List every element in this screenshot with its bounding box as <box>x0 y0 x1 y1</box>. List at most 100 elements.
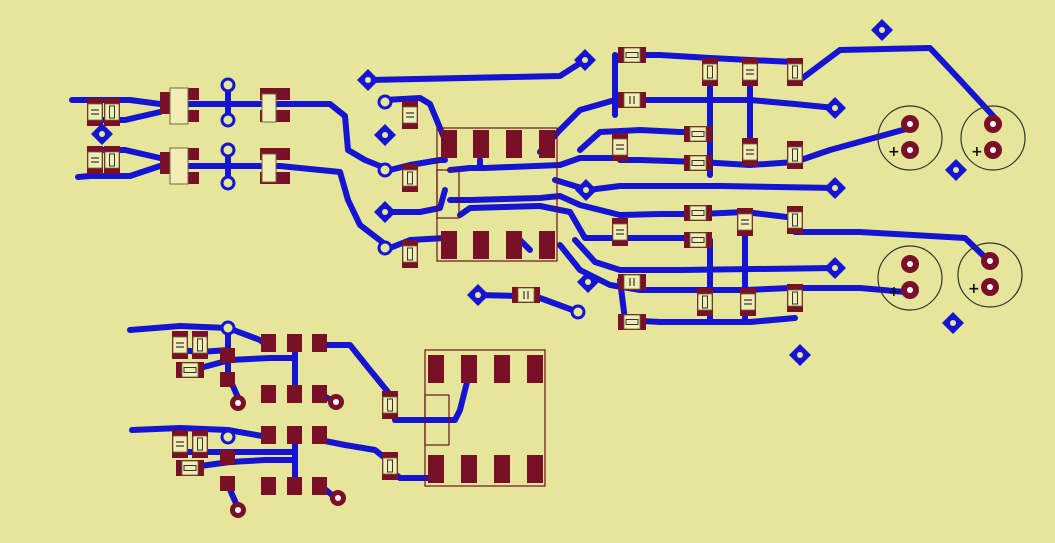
component-body <box>402 169 418 187</box>
test-point-14 <box>942 312 964 334</box>
resistor-symbol <box>702 295 708 309</box>
cap-drill <box>987 284 993 290</box>
via-3 <box>220 142 236 158</box>
resistor-34 <box>176 460 204 476</box>
test-point-4 <box>374 201 396 223</box>
u3-pad-8 <box>312 385 327 403</box>
resistor-30 <box>192 331 208 359</box>
resistor-symbol <box>792 213 798 227</box>
component-body <box>740 293 756 311</box>
ic-u1-notch <box>436 169 460 219</box>
q2-body <box>261 93 277 123</box>
test-point-6 <box>467 284 489 306</box>
component-body <box>623 314 641 330</box>
via-12 <box>220 429 236 445</box>
test-point-1 <box>357 69 379 91</box>
test-point-hole <box>475 292 481 298</box>
resistor-symbol <box>792 291 798 305</box>
resistor-18 <box>684 155 712 171</box>
via-4 <box>220 175 236 191</box>
component-body <box>181 362 199 378</box>
capacitor-3 <box>87 146 103 174</box>
test-point-hole <box>950 320 956 326</box>
cap-drill <box>990 121 996 127</box>
capacitor-12 <box>618 274 646 290</box>
u2-pad-6 <box>461 455 477 483</box>
capacitor-23 <box>737 208 753 236</box>
test-point-11 <box>824 257 846 279</box>
resistor-symbol <box>387 398 393 412</box>
component-body <box>623 47 641 63</box>
u3-pad-5 <box>220 372 235 387</box>
u2-pad-7 <box>494 455 510 483</box>
component-body <box>104 151 120 169</box>
transistor-bodies <box>169 87 277 185</box>
smd-components <box>87 47 803 480</box>
resistor-7 <box>402 240 418 268</box>
electrolytic-cap-4: + <box>957 242 1023 308</box>
test-point-hole <box>832 185 838 191</box>
resistor-24 <box>787 206 803 234</box>
capacitor-29 <box>172 331 188 359</box>
component-body <box>612 138 628 156</box>
component-body <box>87 103 103 121</box>
via-drill <box>335 495 341 501</box>
polarity-plus-label: + <box>971 144 983 160</box>
component-body <box>737 213 753 231</box>
component-body <box>104 103 120 121</box>
test-point-hole <box>832 265 838 271</box>
cap-outline <box>960 105 1026 171</box>
resistor-symbol <box>691 131 705 137</box>
capacitor-11 <box>612 218 628 246</box>
resistor-17 <box>684 126 712 142</box>
resistor-symbol <box>387 459 393 473</box>
u3-pad-3 <box>287 334 302 352</box>
component-body <box>697 293 713 311</box>
u3-pad-6 <box>261 385 276 403</box>
component-body <box>787 211 803 229</box>
component-body <box>787 289 803 307</box>
test-point-10 <box>824 177 846 199</box>
u2-pad-4 <box>527 355 543 383</box>
component-body <box>689 205 707 221</box>
u4-pad-8 <box>312 477 327 495</box>
via-5 <box>377 94 393 110</box>
test-point-2 <box>574 49 596 71</box>
capacitor-9 <box>618 92 646 108</box>
u4-pad-2 <box>261 426 276 444</box>
resistor-25 <box>697 288 713 316</box>
resistor-27 <box>787 284 803 312</box>
resistor-20 <box>787 141 803 169</box>
test-point-hole <box>585 279 591 285</box>
test-point-hole <box>99 131 105 137</box>
u3-pad-1 <box>220 348 235 363</box>
u3-pad-2 <box>261 334 276 352</box>
component-body <box>623 274 641 290</box>
resistor-symbol <box>407 247 413 261</box>
resistor-16 <box>787 58 803 86</box>
test-point-13 <box>945 159 967 181</box>
resistor-symbol <box>792 148 798 162</box>
component-body <box>742 63 758 81</box>
via-1 <box>220 77 236 93</box>
resistor-35 <box>382 391 398 419</box>
capacitor-32 <box>172 430 188 458</box>
resistor-symbol <box>625 52 639 58</box>
u1-pad-4 <box>539 130 555 158</box>
electrolytic-cap-3: + <box>877 245 943 311</box>
resistor-symbol <box>197 338 203 352</box>
component-body <box>702 63 718 81</box>
resistor-2 <box>104 98 120 126</box>
u1-pad-6 <box>473 231 489 259</box>
ic-u2-notch <box>424 394 450 446</box>
resistor-symbol <box>407 171 413 185</box>
cap-drill <box>990 147 996 153</box>
resistor-symbol <box>691 160 705 166</box>
u1-pad-7 <box>506 231 522 259</box>
test-point-7 <box>575 179 597 201</box>
component-body <box>612 223 628 241</box>
test-point-hole <box>832 105 838 111</box>
cap-drill <box>907 147 913 153</box>
capacitor-28 <box>512 287 540 303</box>
